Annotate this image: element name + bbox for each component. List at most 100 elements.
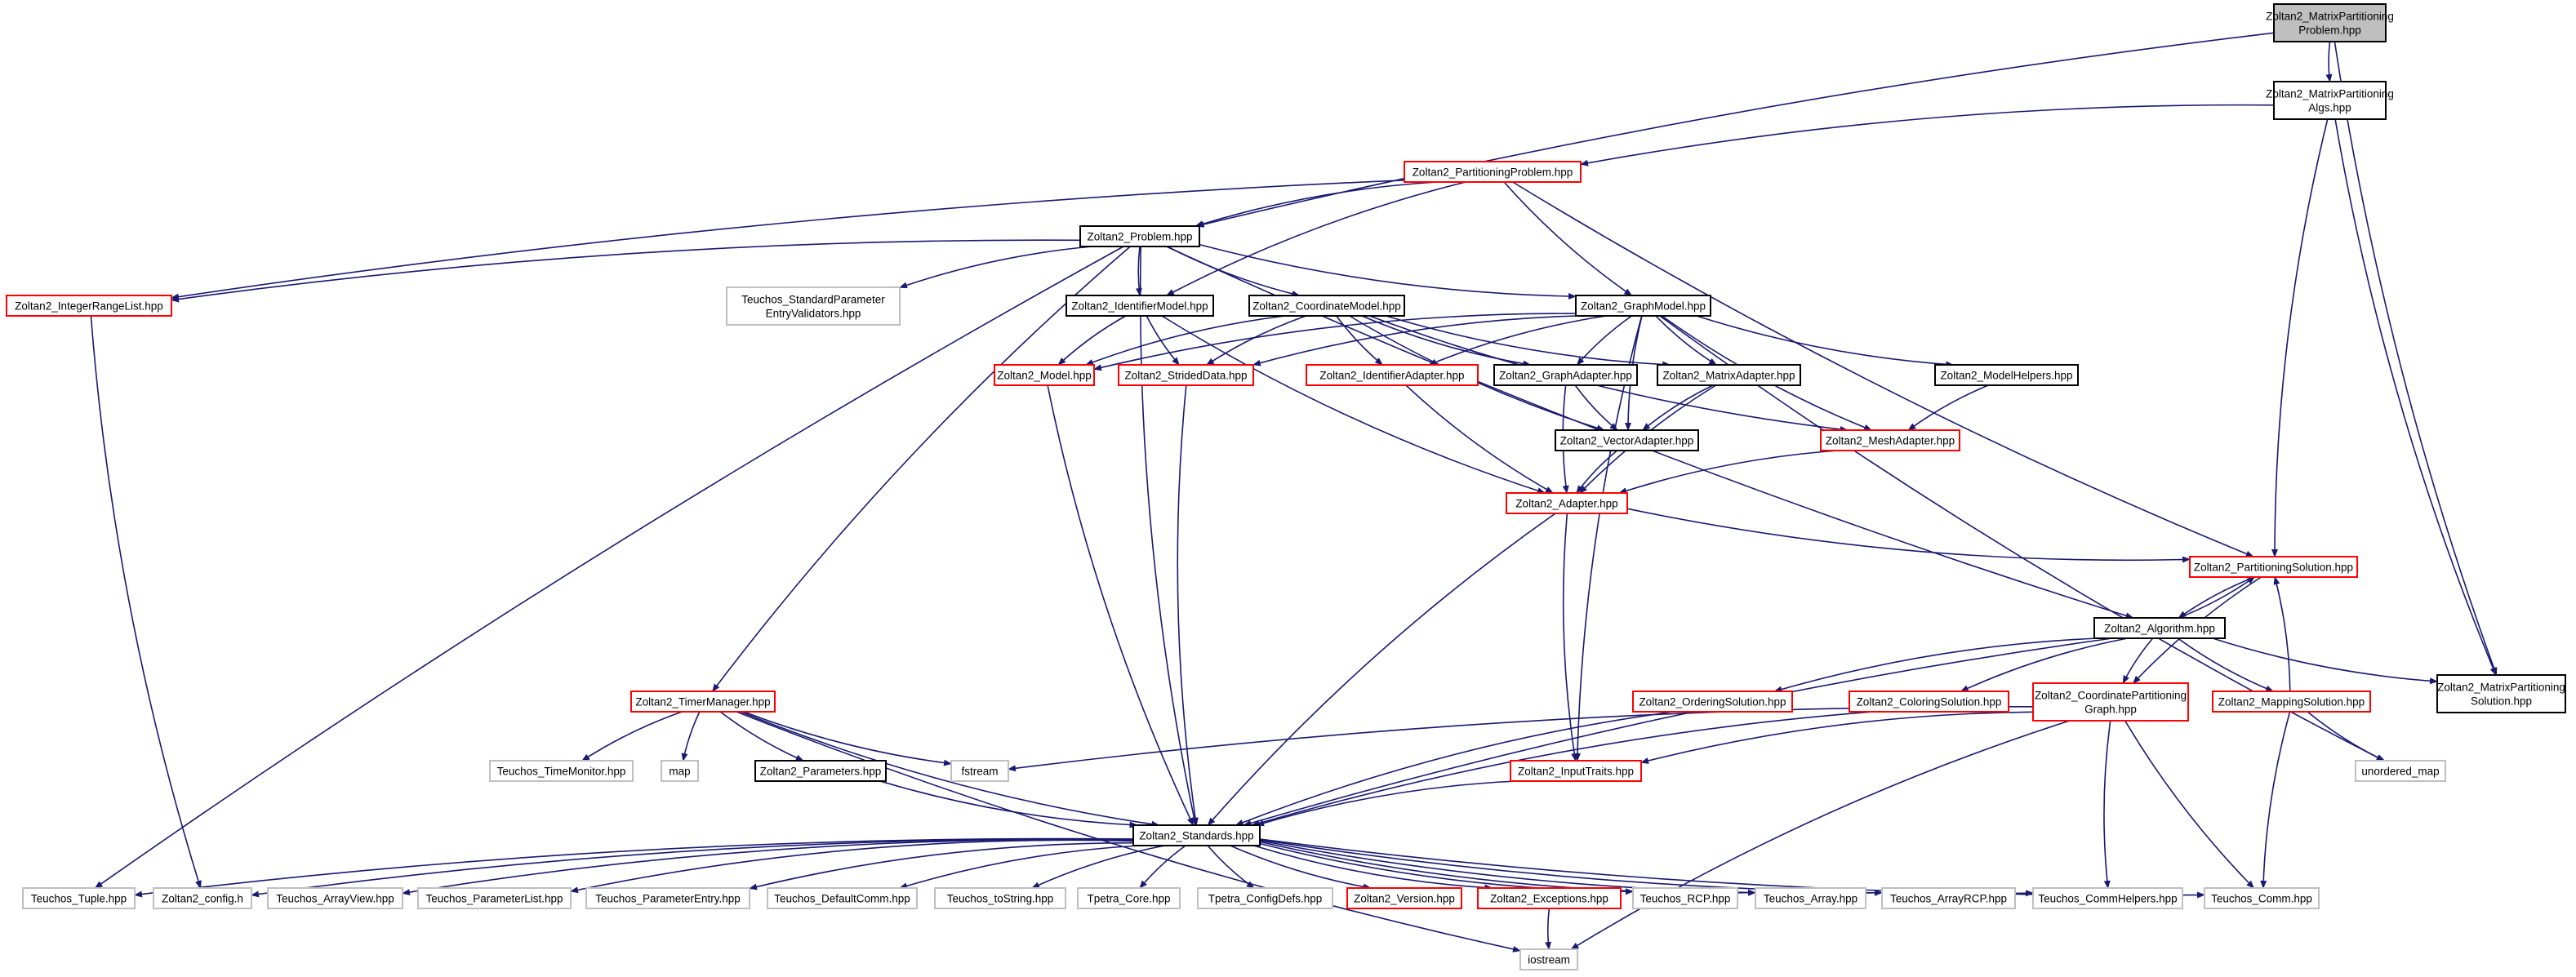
node-meshadapter[interactable]: Zoltan2_MeshAdapter.hpp (1820, 429, 1960, 451)
edge-colsol-to-standards (1251, 711, 1874, 827)
node-map[interactable]: map (661, 760, 699, 782)
node-idmodel[interactable]: Zoltan2_IdentifierModel.hpp (1066, 295, 1214, 317)
node-params[interactable]: Zoltan2_Parameters.hpp (754, 760, 887, 782)
edge-line (1167, 246, 1301, 297)
node-commhelpers[interactable]: Teuchos_CommHelpers.hpp (2032, 887, 2183, 909)
node-standards[interactable]: Zoltan2_Standards.hpp (1132, 824, 1261, 846)
node-box (934, 887, 1066, 909)
node-timemon[interactable]: Teuchos_TimeMonitor.hpp (489, 760, 634, 782)
node-box (267, 887, 403, 909)
node-box (1657, 364, 1801, 386)
edge-adapter-to-partsol (1626, 508, 2191, 563)
edge-partprob-to-intrange (171, 180, 1405, 300)
node-problem[interactable]: Zoltan2_Problem.hpp (1079, 225, 1200, 247)
edge-root-to-problem (1195, 32, 2275, 228)
edge-line (1626, 508, 2191, 563)
edge-line (1907, 384, 1989, 431)
node-defcomm[interactable]: Teuchos_DefaultComm.hpp (767, 887, 918, 909)
node-idadapter[interactable]: Zoltan2_IdentifierAdapter.hpp (1306, 364, 1479, 386)
edge-line (2271, 118, 2329, 557)
edge-line (2124, 720, 2255, 889)
node-version[interactable]: Zoltan2_Version.hpp (1346, 887, 1462, 909)
node-modelhelpers[interactable]: Zoltan2_ModelHelpers.hpp (1934, 364, 2079, 386)
node-box (2273, 3, 2387, 42)
node-label: Zoltan2_IntegerRangeList.hpp (15, 300, 163, 313)
edge-line (1195, 32, 2275, 228)
node-box (1849, 691, 2009, 713)
node-strided[interactable]: Zoltan2_StridedData.hpp (1118, 364, 1254, 386)
node-partsol[interactable]: Zoltan2_PartitioningSolution.hpp (2189, 556, 2358, 578)
node-rcp[interactable]: Teuchos_RCP.hpp (1632, 887, 1738, 909)
edge-line (1252, 315, 1577, 366)
node-label: Teuchos_StandardParameter (741, 294, 885, 306)
node-matrixadapter[interactable]: Zoltan2_MatrixAdapter.hpp (1657, 364, 1801, 386)
node-box (994, 364, 1095, 386)
edge-algorithm-to-colsol (1960, 637, 2128, 692)
node-label: Zoltan2_MeshAdapter.hpp (1826, 435, 1955, 447)
edge-line (1696, 315, 1955, 368)
node-label: Zoltan2_MatrixPartitioning (2437, 682, 2565, 694)
node-vectoradapter[interactable]: Zoltan2_VectorAdapter.hpp (1555, 429, 1699, 451)
node-box (1132, 824, 1261, 846)
node-algorithm[interactable]: Zoltan2_Algorithm.hpp (2093, 617, 2226, 639)
node-label: Zoltan2_VectorAdapter.hpp (1560, 435, 1694, 447)
node-partprob[interactable]: Zoltan2_PartitioningProblem.hpp (1404, 161, 1582, 183)
node-model[interactable]: Zoltan2_Model.hpp (994, 364, 1095, 386)
node-tpetradefs[interactable]: Tpetra_ConfigDefs.hpp (1197, 887, 1333, 909)
node-box (661, 760, 699, 782)
node-inputtraits[interactable]: Zoltan2_InputTraits.hpp (1510, 760, 1642, 782)
node-config[interactable]: Zoltan2_config.h (153, 887, 252, 909)
edge-line (1031, 845, 1165, 889)
edge-standards-to-defcomm (899, 845, 1140, 890)
node-spev[interactable]: Teuchos_StandardParameterEntryValidators… (726, 286, 901, 326)
node-tuple[interactable]: Teuchos_Tuple.hpp (22, 887, 136, 909)
edge-line (581, 711, 683, 762)
node-box (1755, 887, 1866, 909)
edge-line (2273, 576, 2291, 692)
node-graphmodel[interactable]: Zoltan2_GraphModel.hpp (1575, 295, 1711, 317)
edge-coordmodel-to-graphadapter (1361, 315, 1532, 367)
node-arrayrcp[interactable]: Teuchos_ArrayRCP.hpp (1881, 887, 2016, 909)
node-ordsol[interactable]: Zoltan2_OrderingSolution.hpp (1632, 691, 1793, 713)
node-label: Zoltan2_Parameters.hpp (760, 766, 882, 778)
node-exceptions[interactable]: Zoltan2_Exceptions.hpp (1477, 887, 1622, 909)
edge-line (1135, 246, 1142, 296)
node-box (630, 691, 776, 713)
node-arrayview[interactable]: Teuchos_ArrayView.hpp (267, 887, 403, 909)
node-label: Zoltan2_OrderingSolution.hpp (1639, 696, 1786, 708)
node-colsol[interactable]: Zoltan2_ColoringSolution.hpp (1849, 691, 2009, 713)
node-label: Zoltan2_CoordinateModel.hpp (1252, 300, 1401, 313)
edge-line (1773, 637, 2098, 693)
node-label: iostream (1528, 954, 1570, 966)
edge-line (1259, 839, 2034, 897)
edge-line (1503, 181, 1633, 296)
node-iostream[interactable]: iostream (1519, 948, 1578, 970)
node-coordmodel[interactable]: Zoltan2_CoordinateModel.hpp (1248, 295, 1405, 317)
node-adapter[interactable]: Zoltan2_Adapter.hpp (1506, 492, 1628, 514)
node-box (1066, 295, 1214, 317)
edge-algorithm-to-standards (1243, 637, 2113, 827)
node-tostring[interactable]: Teuchos_toString.hpp (934, 887, 1066, 909)
node-paramlist[interactable]: Teuchos_ParameterList.hpp (417, 887, 572, 909)
edge-algorithm-to-mapsol (2177, 637, 2275, 692)
edge-standards-to-tpetradefs (1207, 845, 1255, 889)
node-mapsol[interactable]: Zoltan2_MappingSolution.hpp (2212, 691, 2371, 713)
edge-line (899, 845, 1140, 890)
node-array[interactable]: Teuchos_Array.hpp (1755, 887, 1866, 909)
node-tpetracore[interactable]: Tpetra_Core.hpp (1077, 887, 1181, 909)
node-comm[interactable]: Teuchos_Comm.hpp (2204, 887, 2320, 909)
edge-standards-to-exceptions (1253, 845, 1493, 891)
node-timermgr[interactable]: Zoltan2_TimerManager.hpp (630, 691, 776, 713)
edge-line (1570, 720, 2071, 950)
node-umap[interactable]: unordered_map (2355, 760, 2446, 782)
node-fstream[interactable]: fstream (950, 760, 1009, 782)
edge-line (1640, 711, 2034, 764)
node-paramentry[interactable]: Teuchos_ParameterEntry.hpp (585, 887, 750, 909)
node-graphadapter[interactable]: Zoltan2_GraphAdapter.hpp (1493, 364, 1638, 386)
node-intrange[interactable]: Zoltan2_IntegerRangeList.hpp (6, 295, 172, 317)
edge-line (719, 711, 804, 762)
